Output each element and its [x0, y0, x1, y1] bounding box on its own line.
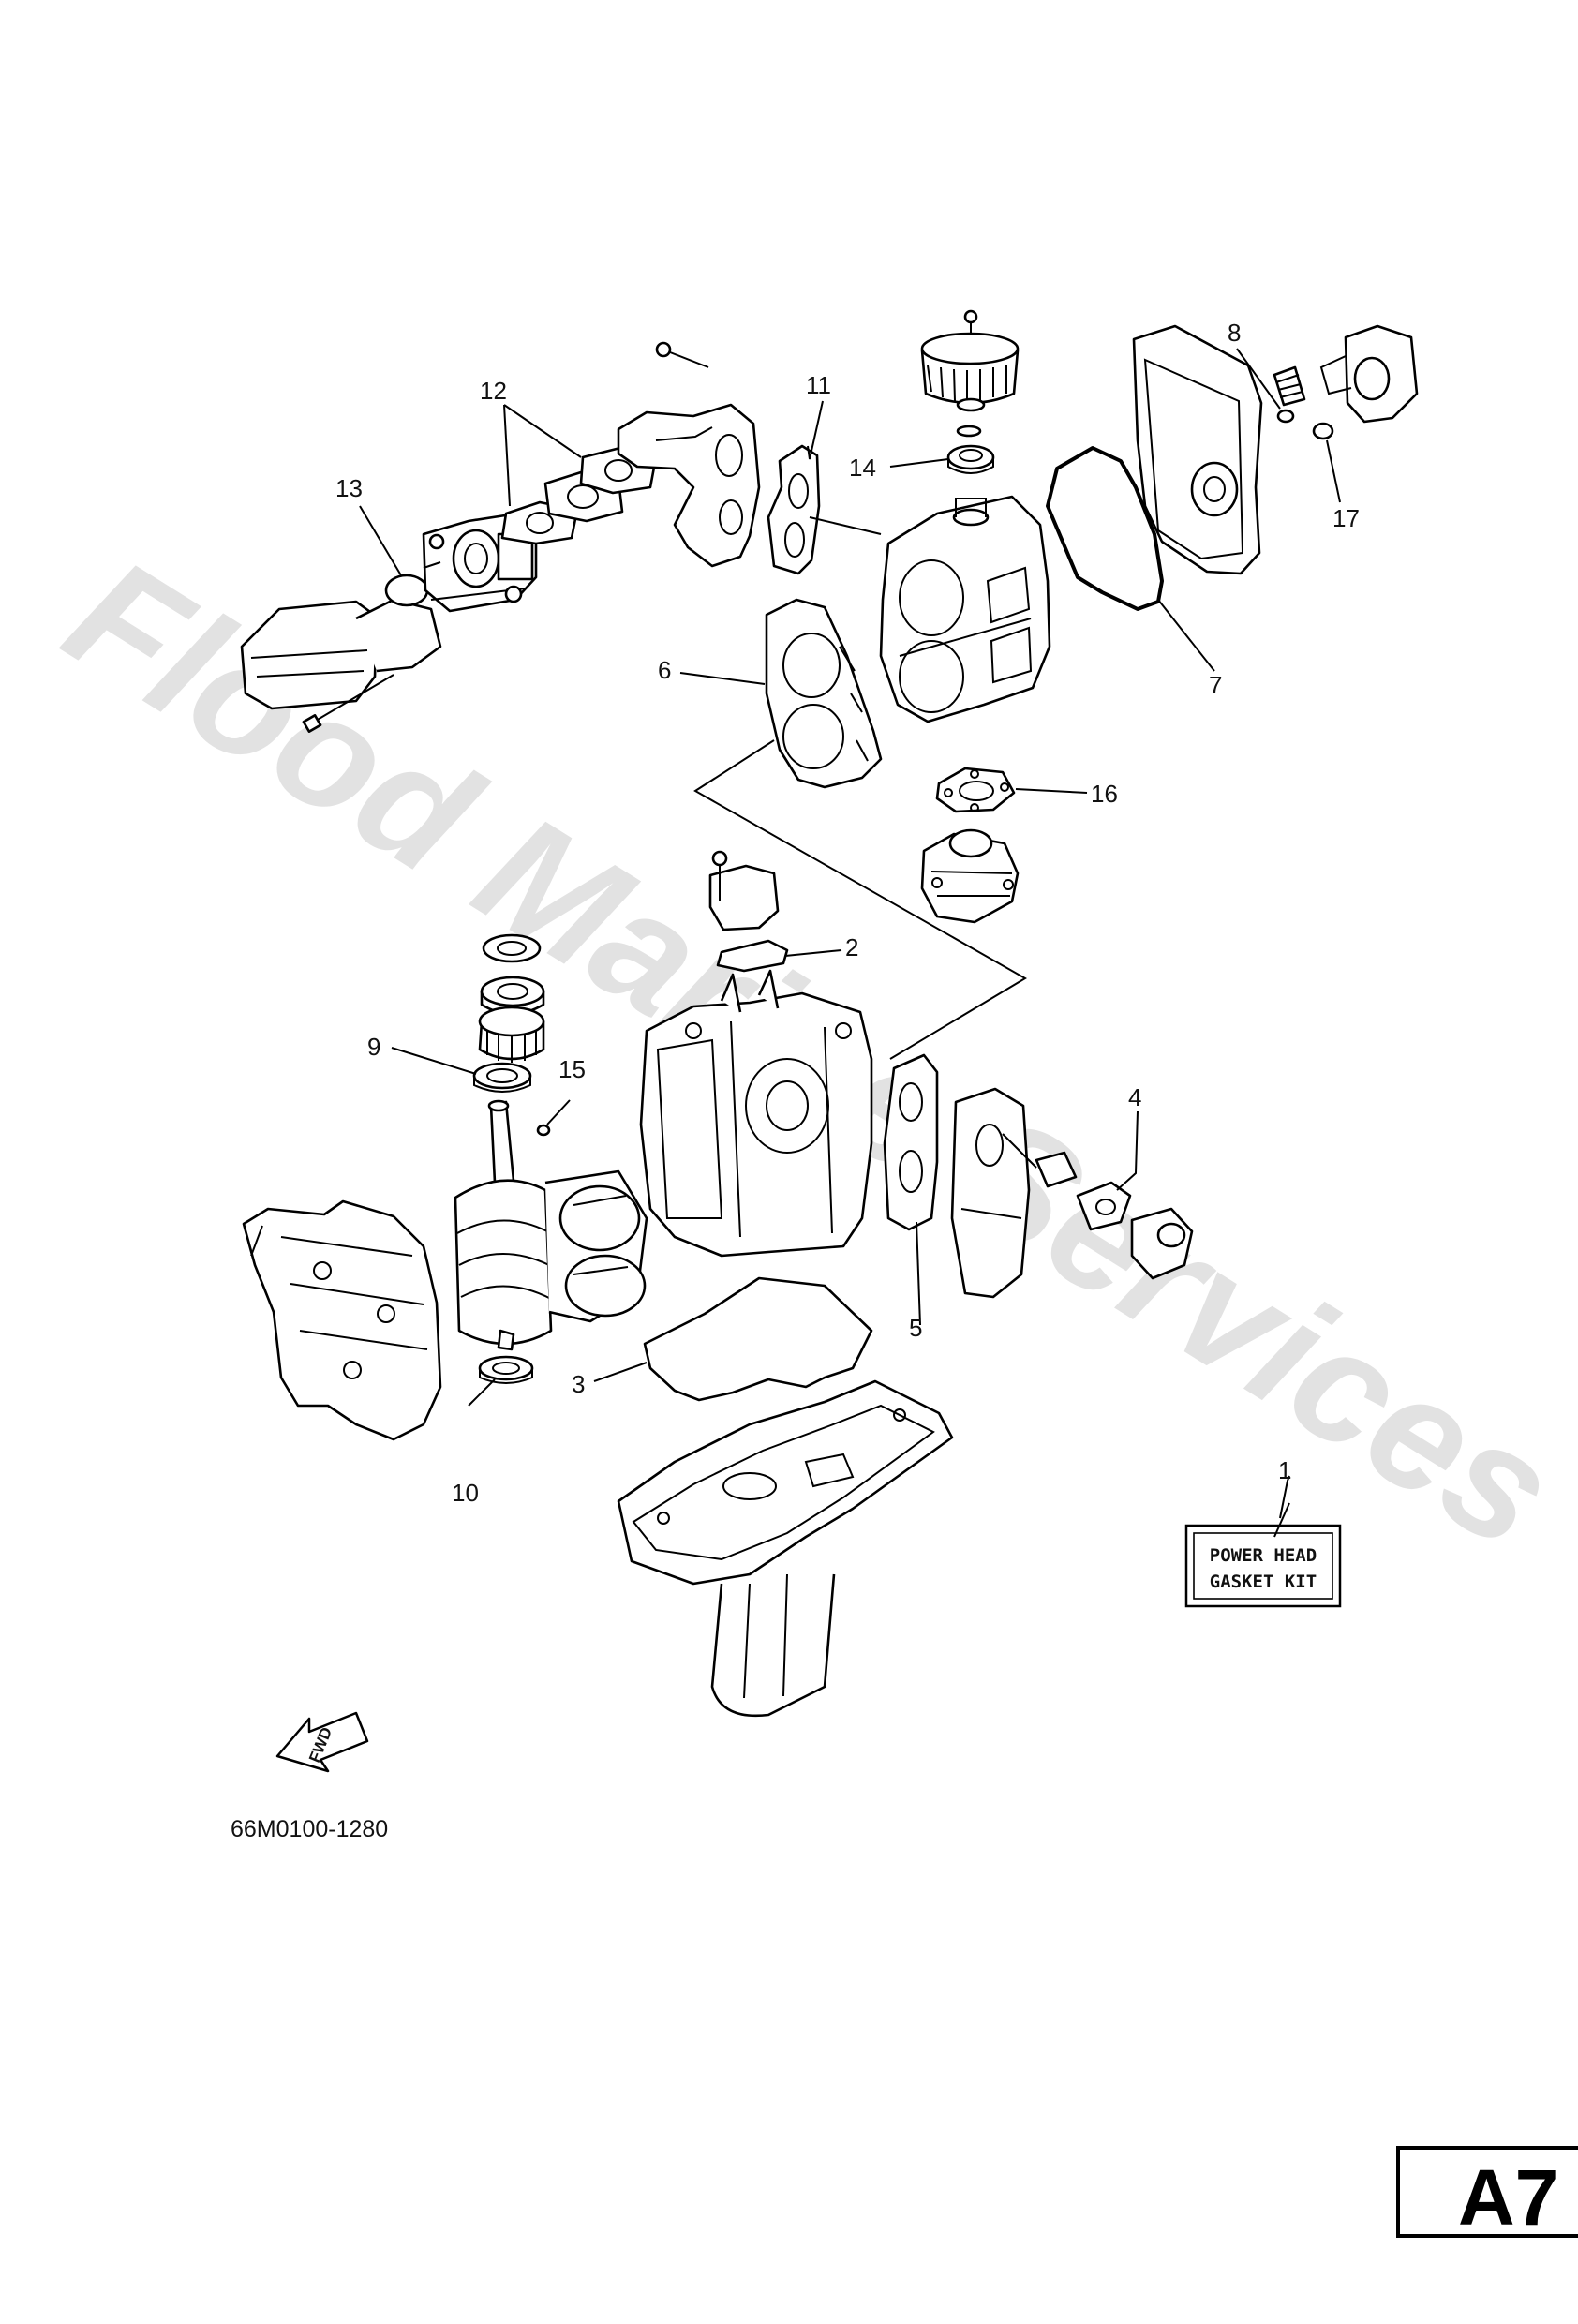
oil-pump: [920, 828, 1020, 924]
fwd-arrow-icon: FWD: [275, 1711, 369, 1773]
callout-16: 16: [1091, 780, 1118, 808]
exhaust-guide: [617, 1379, 954, 1718]
exhaust-cover: [950, 1087, 1031, 1299]
callout-6: 6: [658, 656, 671, 684]
gasket-6: [765, 598, 883, 789]
callout-4: 4: [1128, 1083, 1141, 1111]
gasket-2: [716, 939, 789, 973]
gasket-5: [883, 1053, 939, 1231]
bracket: [708, 850, 780, 931]
bearing-stack: [478, 933, 545, 1063]
cylinder-head: [879, 495, 1051, 723]
oil-seal-10: [478, 1355, 534, 1384]
thermo-switch: [1002, 1133, 1078, 1188]
o-ring-17: [1312, 422, 1334, 440]
callout-11: 11: [806, 371, 831, 399]
page-ref-label: A7: [1458, 2153, 1558, 2242]
drive-pulley: [920, 309, 1020, 438]
kit-label-line1: POWER HEAD: [1210, 1545, 1317, 1566]
crankcase: [242, 1199, 442, 1441]
anode-cover: [1130, 1207, 1194, 1280]
gasket-4: [1076, 1181, 1132, 1231]
callout-3: 3: [572, 1370, 585, 1398]
callout-labels: 1 2 3 4 5 6 7 8 9 10 11 12 13 14 15 16 1…: [335, 319, 1360, 1507]
callout-17: 17: [1332, 504, 1360, 532]
o-ring-15: [536, 1124, 551, 1137]
gasket-7: [1046, 446, 1164, 611]
page-reference-tab: A7: [1396, 2146, 1578, 2242]
gasket-11: [767, 444, 821, 575]
intake-manifold: [617, 341, 761, 568]
diagram-code: 66M0100-1280: [231, 1816, 388, 1842]
gasket-3: [643, 1276, 873, 1402]
oil-seal-9: [472, 1062, 532, 1093]
o-ring-13: [384, 574, 429, 607]
intake-silencer: [240, 598, 442, 733]
callout-9: 9: [367, 1033, 380, 1061]
callout-10: 10: [452, 1479, 479, 1507]
gasket-16: [935, 767, 1016, 813]
thermostat-cover: [1319, 324, 1419, 424]
cylinder-block: [639, 969, 873, 1258]
crankshaft-assembly: [454, 1099, 648, 1351]
callout-5: 5: [909, 1314, 922, 1342]
cylinder-head-cover: [1132, 324, 1263, 575]
callout-13: 13: [335, 474, 363, 502]
callout-14: 14: [849, 454, 876, 482]
gasket-kit-label: POWER HEAD GASKET KIT: [1184, 1524, 1342, 1608]
callout-7: 7: [1209, 671, 1222, 699]
oil-seal-14: [946, 444, 995, 474]
callout-1: 1: [1278, 1456, 1291, 1484]
leader-lines: [359, 348, 1341, 1538]
thermostat: [1273, 365, 1306, 407]
kit-label-line2: GASKET KIT: [1210, 1572, 1317, 1592]
callout-12: 12: [480, 377, 507, 405]
callout-8: 8: [1228, 319, 1241, 347]
o-ring-8: [1276, 409, 1295, 424]
callout-2: 2: [845, 933, 858, 961]
callout-15: 15: [558, 1055, 586, 1083]
